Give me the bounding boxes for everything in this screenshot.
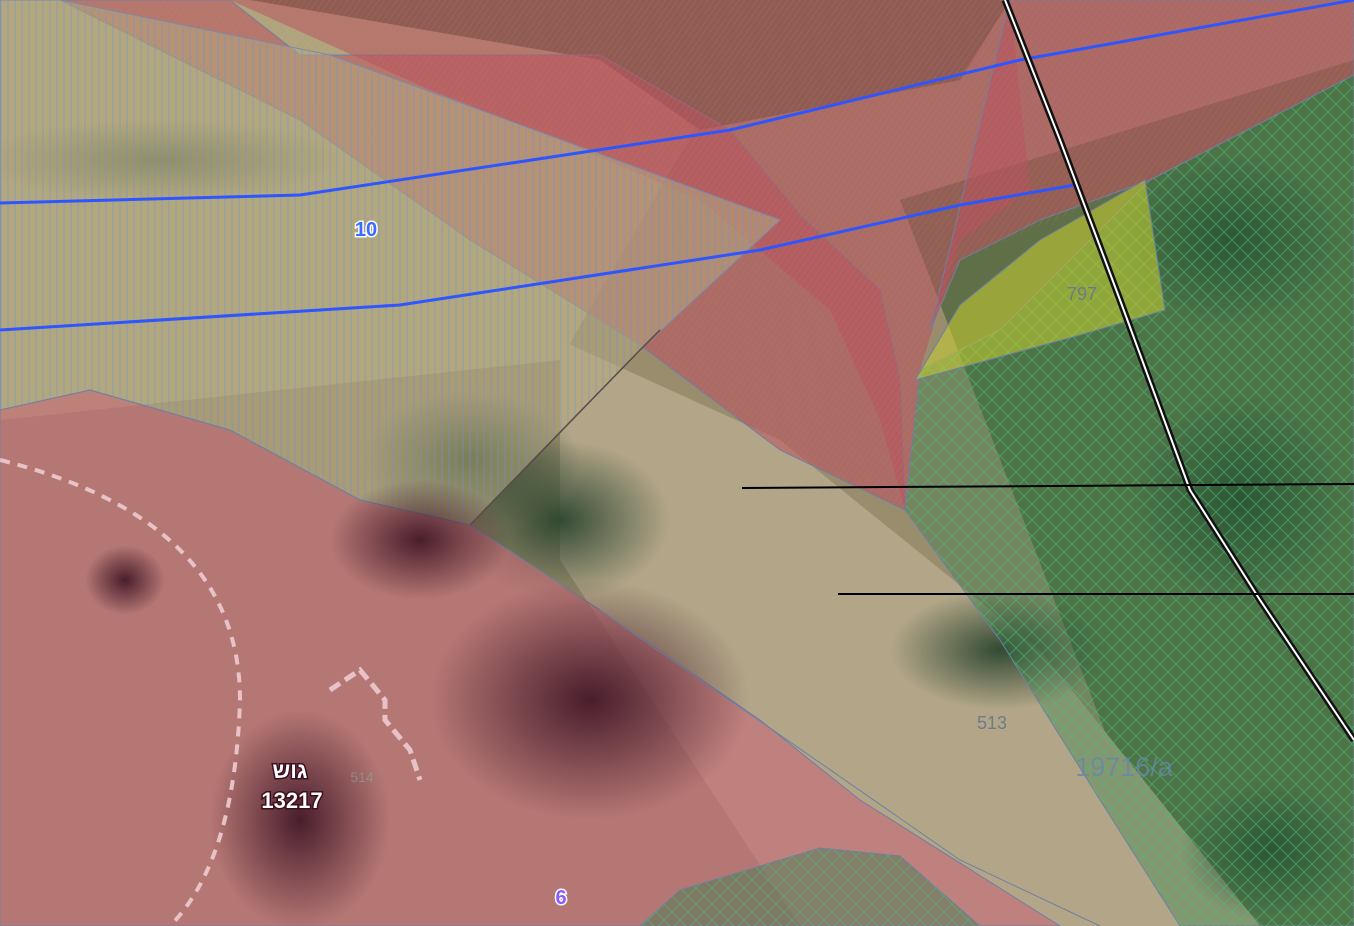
- zone-number-label: 6: [555, 887, 566, 909]
- plot-number-label: 797: [1067, 284, 1097, 304]
- tree-cluster: [330, 480, 510, 600]
- zone-road-reserve-hatch: [0, 0, 780, 525]
- tree-cluster: [430, 580, 750, 820]
- roundabout-outline: [0, 458, 243, 926]
- road-number-label: 10: [355, 219, 377, 241]
- tree-cluster: [85, 545, 165, 615]
- tree-cluster: [210, 710, 390, 926]
- block-label-heading: גוש: [273, 758, 308, 783]
- zone-open-space-south-hatch: [640, 848, 980, 926]
- plot-boundary-line: [599, 609, 1101, 926]
- zone-agriculture[interactable]: [913, 179, 1166, 381]
- faint-plot-label: 514: [350, 769, 374, 785]
- callout-line: [741, 483, 1354, 489]
- zone-open-space-hatch: [905, 75, 1354, 926]
- plot-boundary-line: [469, 329, 661, 526]
- railway-line-center: [1004, 0, 1354, 741]
- block-number-label: 13217: [261, 788, 322, 813]
- plot-number-label: 513: [977, 713, 1007, 733]
- road-boundary-line[interactable]: [0, 0, 1354, 205]
- parcel-number-label: 19716/a: [1075, 752, 1174, 782]
- road-boundary-line[interactable]: [0, 183, 1076, 332]
